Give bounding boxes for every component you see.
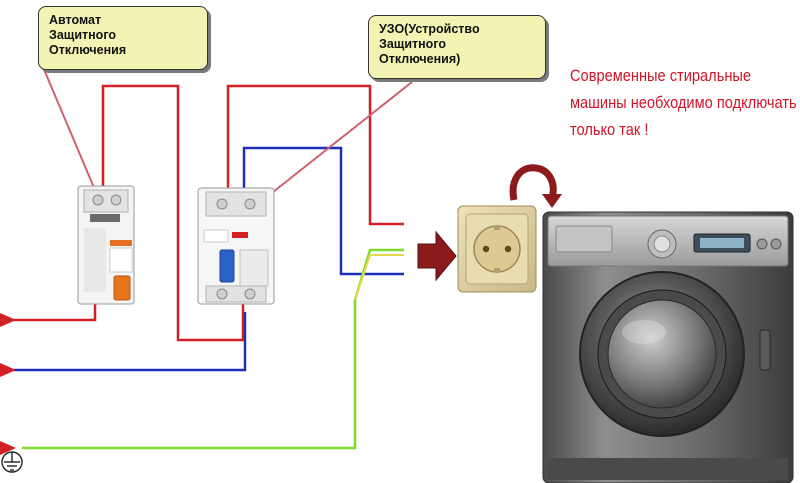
- washing-machine: [542, 211, 794, 483]
- breaker-callout-line-3: Отключения: [49, 43, 127, 57]
- warning-note-line-3: только так !: [570, 120, 649, 139]
- warning-note-line-1: Современные стиральные: [570, 66, 752, 85]
- circuit-breaker: [77, 185, 135, 305]
- breaker-callout-line-1: Автомат: [49, 13, 102, 27]
- rcd-callout-line-2: Защитного: [379, 37, 446, 51]
- warning-note-line-2: машины необходимо подключать: [570, 93, 797, 112]
- rcd-callout-line-3: Отключения): [379, 52, 461, 66]
- rotate-arrow-icon: [509, 164, 562, 208]
- rcd-device: [197, 187, 275, 305]
- ground-wire: [22, 248, 404, 450]
- breaker-callout-line-2: Защитного: [49, 28, 116, 42]
- wire-tips: [0, 313, 16, 455]
- right-arrow-icon: [417, 230, 457, 282]
- rcd-callout: УЗО(Устройство Защитного Отключения): [368, 15, 546, 79]
- power-socket: [457, 205, 537, 293]
- callout-pointers: [39, 59, 413, 202]
- phase-wire: [0, 84, 404, 342]
- breaker-callout: Автомат Защитного Отключения: [38, 6, 208, 70]
- warning-note: Современные стиральные машины необходимо…: [570, 62, 797, 143]
- ground-symbol-icon: [1, 451, 23, 473]
- rcd-callout-line-1: УЗО(Устройство: [379, 22, 480, 36]
